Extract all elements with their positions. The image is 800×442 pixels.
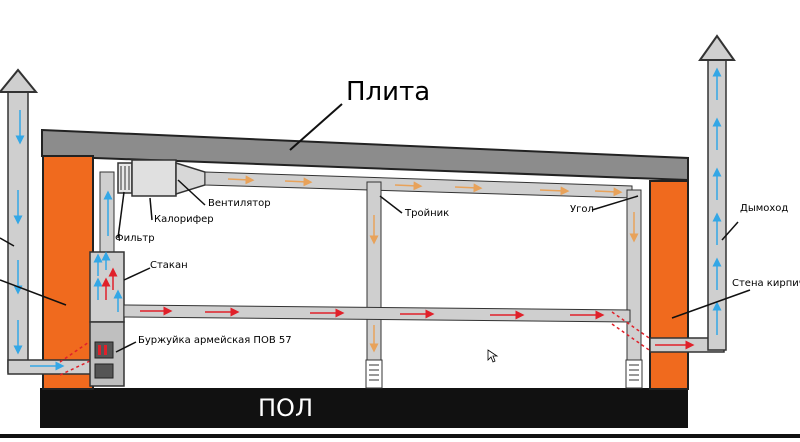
mouse-cursor-icon bbox=[487, 349, 499, 363]
grille-right bbox=[625, 359, 643, 389]
chimney-arrow-head bbox=[698, 34, 736, 61]
duct-left-riser bbox=[99, 171, 115, 255]
label-stove: Буржуйка армейская ПОВ 57 bbox=[138, 335, 292, 346]
intake-pipe-bottom bbox=[7, 359, 99, 375]
grille-middle bbox=[365, 359, 383, 389]
intake-arrow-head bbox=[0, 68, 39, 93]
glass-stakan bbox=[89, 251, 125, 323]
label-fan: Вентилятор bbox=[208, 198, 271, 209]
brick-wall-right bbox=[649, 180, 689, 390]
fan-cone bbox=[175, 161, 206, 196]
flue-pipe bbox=[123, 304, 631, 323]
label-floor: ПОЛ bbox=[258, 394, 313, 422]
heater-box bbox=[131, 159, 177, 197]
brick-wall-left bbox=[42, 155, 94, 390]
label-tee: Тройник bbox=[404, 208, 449, 219]
stove-ashpit bbox=[94, 363, 114, 379]
duct-tee-down bbox=[366, 181, 382, 389]
label-glass: Стакан bbox=[150, 260, 188, 271]
label-filter: Фильтр bbox=[115, 233, 155, 244]
label-slab: Плита bbox=[346, 77, 430, 107]
floor-slab bbox=[40, 388, 688, 428]
label-heater: Калорифер bbox=[154, 214, 214, 225]
label-brick-wall: Стена кирпичная bbox=[732, 278, 800, 289]
label-corner: Угол bbox=[570, 204, 594, 215]
label-chimney: Дымоход bbox=[740, 203, 788, 214]
